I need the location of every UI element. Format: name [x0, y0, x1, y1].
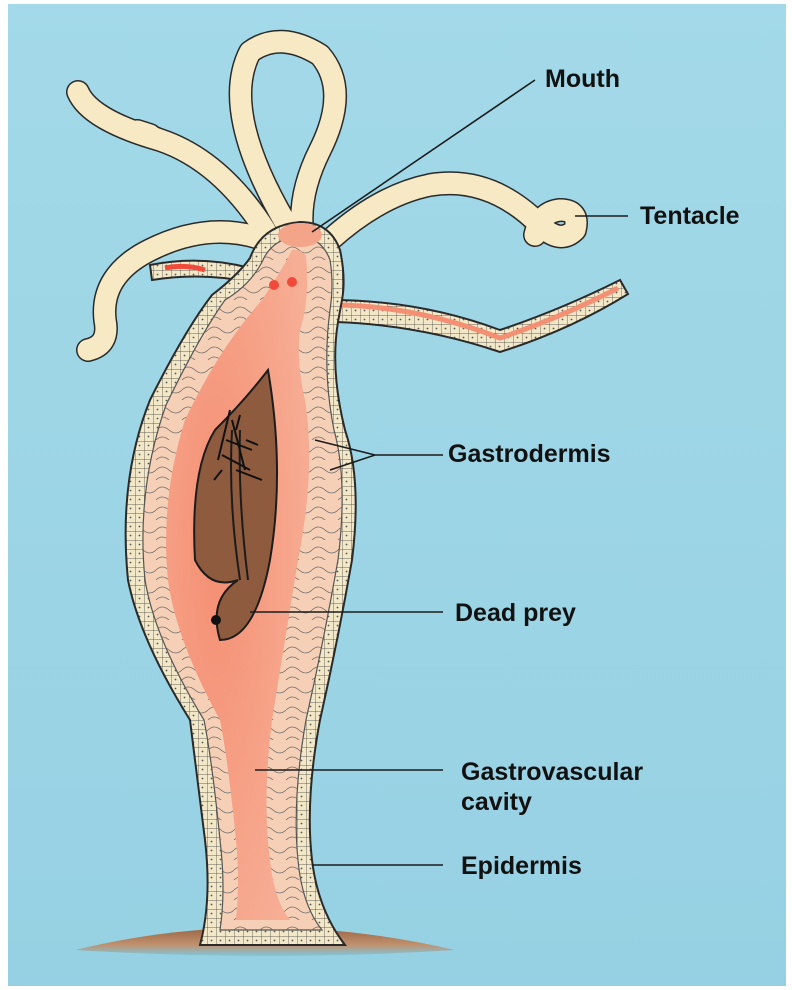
gastrovascular-label-line1: Gastrovascular [461, 757, 643, 787]
gastrovascular-label-line2: cavity [461, 787, 532, 817]
gastrodermis-label: Gastrodermis [448, 439, 611, 469]
epidermis-label: Epidermis [461, 851, 582, 881]
dead-prey-label: Dead prey [455, 598, 576, 628]
background [8, 4, 786, 986]
mouth-label: Mouth [545, 64, 620, 94]
hypostome [278, 223, 322, 247]
tentacle-label: Tentacle [640, 201, 740, 231]
